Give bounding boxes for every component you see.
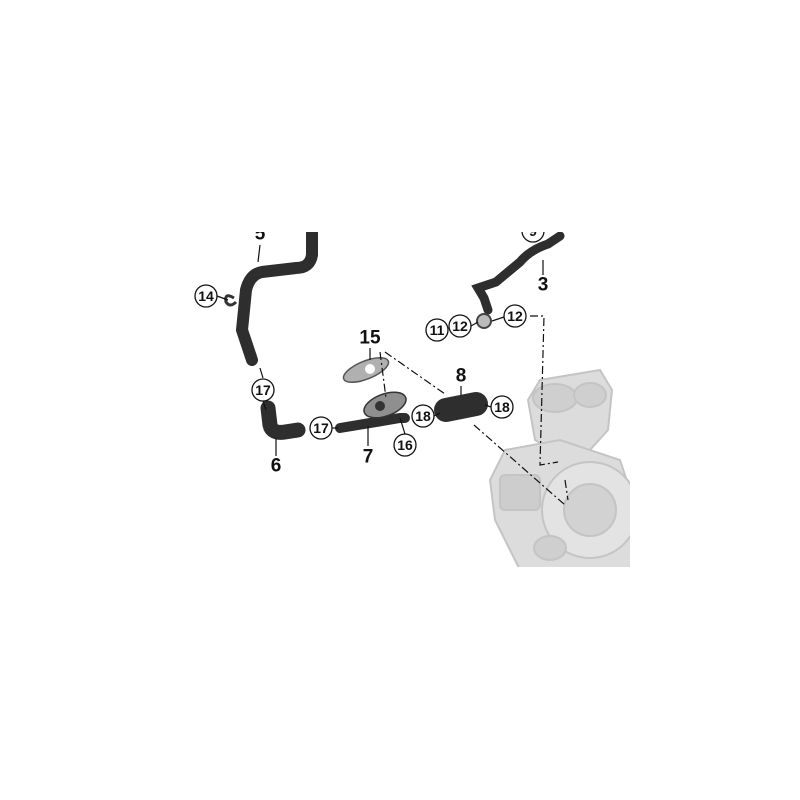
callout-18-left[interactable]: 18: [411, 404, 435, 428]
callout-14[interactable]: 14: [194, 284, 218, 308]
part-label-6[interactable]: 6: [271, 456, 282, 477]
callout-11[interactable]: 11: [425, 318, 449, 342]
oil-pipe-7: [335, 413, 410, 433]
callout-16[interactable]: 16: [393, 433, 417, 457]
flange-7: [363, 391, 407, 419]
callout-17-lower[interactable]: 17: [309, 416, 333, 440]
part-label: 17: [313, 420, 329, 436]
part-label: 17: [255, 382, 271, 398]
hose-8: [434, 392, 488, 422]
callout-9[interactable]: 9: [521, 220, 545, 243]
part-label: 14: [198, 288, 214, 304]
clip-14: [224, 294, 238, 307]
part-label-5[interactable]: 5: [255, 224, 266, 245]
part-label: 11: [430, 322, 445, 338]
callout-17-upper[interactable]: 17: [251, 378, 275, 402]
hose-3: [471, 232, 565, 315]
banjo-fitting: [476, 313, 492, 329]
part-label-8[interactable]: 8: [456, 366, 467, 387]
part-label: 18: [415, 408, 431, 424]
hose-6: [260, 400, 306, 440]
callout-18-right[interactable]: 18: [490, 395, 514, 419]
turbocharger: [488, 368, 630, 567]
part-label: 16: [397, 437, 413, 453]
assembly-lines: [379, 315, 569, 506]
callout-12-right[interactable]: 12: [503, 304, 527, 328]
part-label: 9: [529, 223, 537, 239]
callout-12-left[interactable]: 12: [448, 314, 472, 338]
part-label: 12: [507, 308, 523, 324]
part-label-7[interactable]: 7: [363, 447, 374, 468]
part-label-3[interactable]: 3: [538, 275, 549, 296]
part-label: 12: [452, 318, 468, 334]
hose-5: [235, 232, 318, 366]
leader-lines: [216, 244, 544, 456]
part-label-15[interactable]: 15: [359, 328, 381, 349]
part-label: 18: [494, 399, 510, 415]
